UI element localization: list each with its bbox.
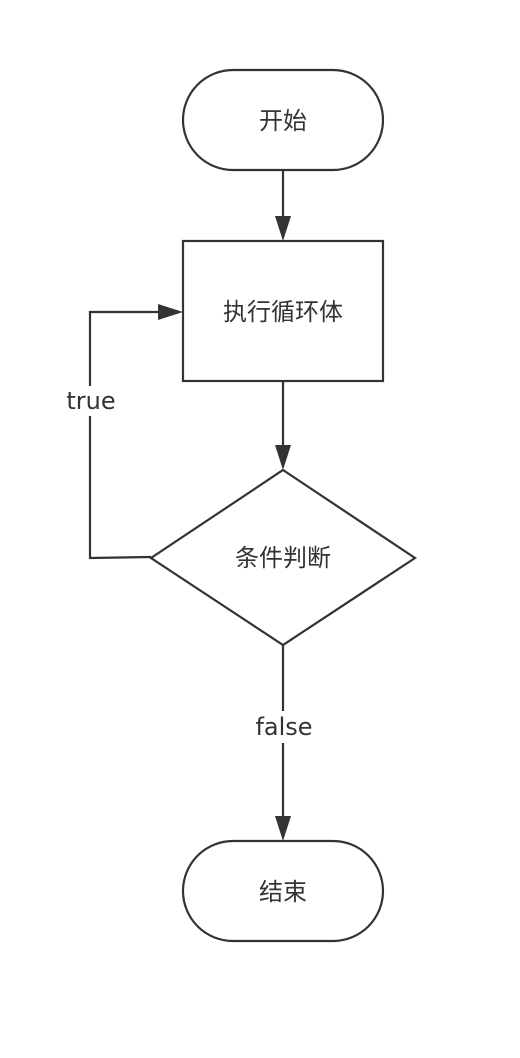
node-condition: 条件判断 bbox=[149, 468, 417, 647]
edge-start-to-body bbox=[275, 170, 291, 241]
edge-condition-false: false bbox=[252, 645, 316, 841]
arrowhead-body-to-condition bbox=[275, 445, 291, 470]
edge-body-to-condition bbox=[275, 381, 291, 470]
node-body: 执行循环体 bbox=[181, 239, 385, 383]
node-end: 结束 bbox=[181, 839, 385, 943]
node-condition-label: 条件判断 bbox=[235, 544, 331, 572]
arrowhead-condition-false bbox=[275, 816, 291, 841]
node-start-label: 开始 bbox=[259, 107, 307, 135]
arrowhead-start-to-body bbox=[275, 216, 291, 241]
node-end-label: 结束 bbox=[259, 878, 307, 906]
edge-label-false: false bbox=[255, 713, 312, 741]
node-start: 开始 bbox=[181, 68, 385, 172]
node-body-label: 执行循环体 bbox=[223, 298, 343, 326]
edge-label-true: true bbox=[66, 387, 115, 415]
edge-condition-true: true bbox=[64, 304, 183, 560]
arrowhead-condition-true bbox=[158, 304, 183, 320]
